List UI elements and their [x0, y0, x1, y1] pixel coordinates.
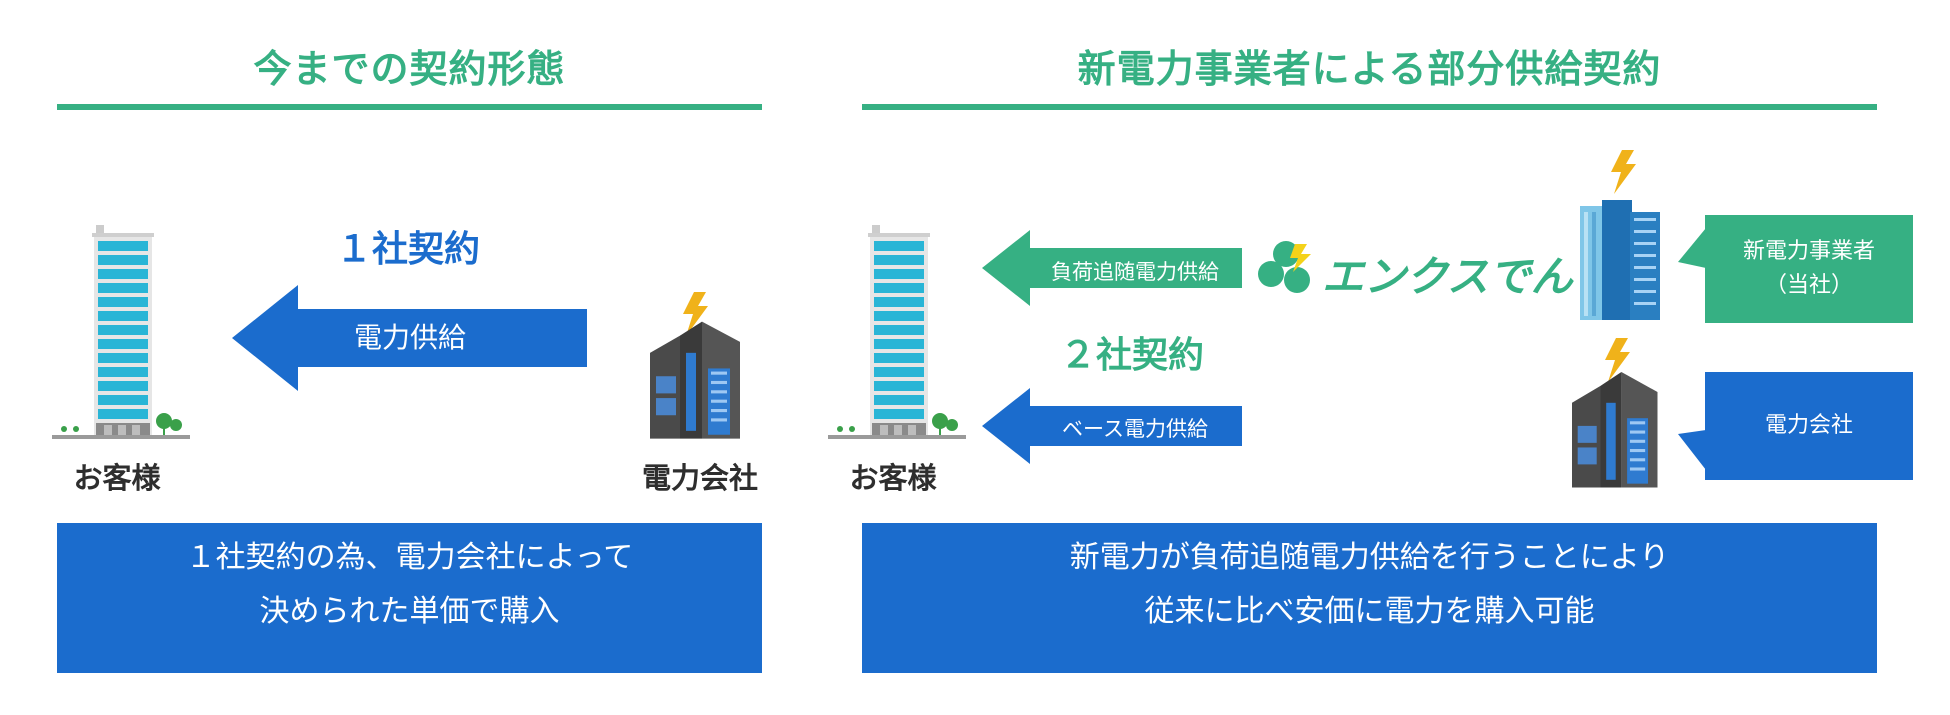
- customer-building-icon: [828, 225, 966, 439]
- left-customer-label: お客様: [73, 461, 161, 495]
- left-footer-line-1: １社契約の為、電力会社によって: [185, 540, 634, 575]
- new-power-callout-line-1: 新電力事業者: [1742, 239, 1875, 264]
- right-footer-line-1: 新電力が負荷追随電力供給を行うことにより: [1069, 540, 1670, 575]
- new-power-building-icon: [1580, 150, 1660, 320]
- left-power-supply-arrow: [232, 285, 587, 391]
- right-contract-label: ２社契約: [1060, 335, 1205, 376]
- clover-logo-icon: [1258, 241, 1311, 293]
- utility-building-icon: [1572, 338, 1658, 488]
- logo-text: エンクスでんき: [1322, 252, 1615, 301]
- left-contract-label: １社契約: [336, 229, 481, 270]
- customer-building-icon: [52, 225, 190, 439]
- right-customer-label: お客様: [849, 461, 937, 495]
- load-following-supply-arrow: [982, 230, 1242, 306]
- left-title-rule: [57, 104, 762, 110]
- right-footer-line-2: 従来に比べ安価に電力を購入可能: [1144, 594, 1595, 629]
- right-panel-title: 新電力事業者による部分供給契約: [1077, 47, 1662, 91]
- new-power-callout-line-2: （当社）: [1764, 273, 1853, 298]
- new-power-callout-pointer: [1678, 228, 1706, 268]
- base-supply-arrow: [982, 388, 1242, 464]
- left-panel-title: 今までの契約形態: [253, 47, 566, 91]
- new-power-callout: 新電力事業者 （当社）: [1705, 215, 1913, 323]
- utility-callout-pointer: [1678, 430, 1706, 470]
- left-footer-box: １社契約の為、電力会社によって 決められた単価で購入: [57, 523, 762, 673]
- left-footer-line-2: 決められた単価で購入: [259, 594, 560, 629]
- right-footer-box: 新電力が負荷追随電力供給を行うことにより 従来に比べ安価に電力を購入可能: [862, 523, 1877, 673]
- right-title-rule: [862, 104, 1877, 110]
- utility-callout-label: 電力会社: [1764, 413, 1853, 438]
- arrow-top-label: 負荷追随電力供給: [1051, 260, 1219, 284]
- utility-building-icon: [650, 292, 740, 439]
- arrow-bottom-label: ベース電力供給: [1062, 417, 1208, 441]
- left-arrow-label: 電力供給: [353, 321, 466, 354]
- left-utility-label: 電力会社: [641, 461, 758, 495]
- utility-callout: 電力会社: [1705, 372, 1913, 480]
